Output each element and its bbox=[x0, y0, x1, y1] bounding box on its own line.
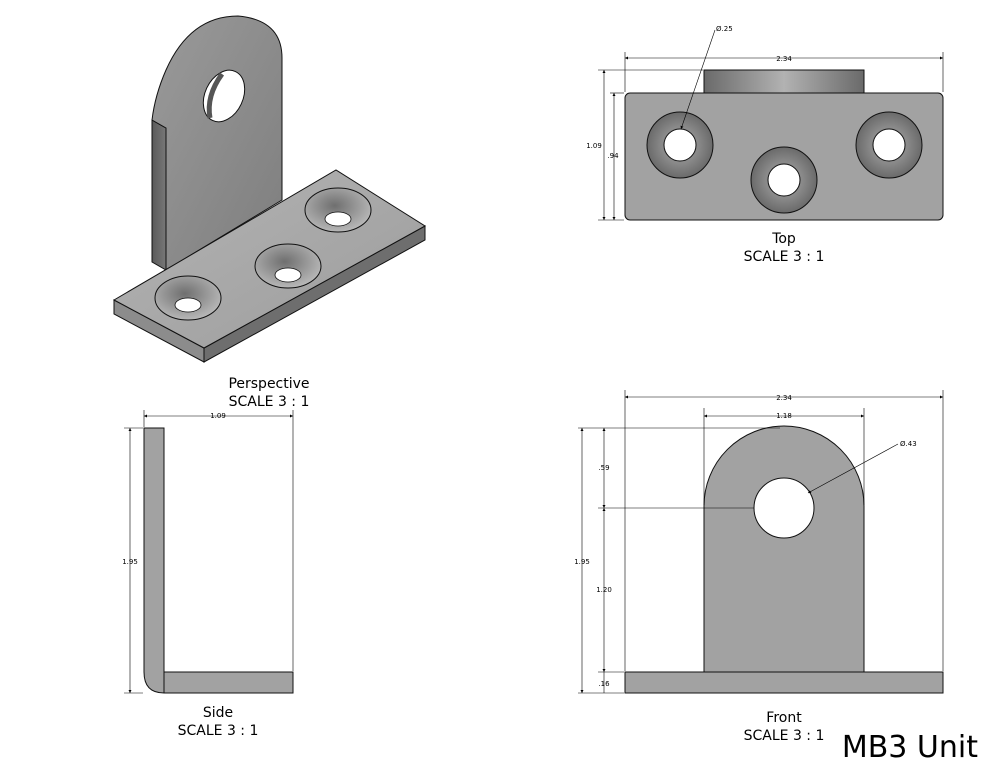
perspective-view bbox=[112, 15, 426, 363]
top-hole-right bbox=[855, 111, 923, 179]
side-label: Side SCALE 3 : 1 bbox=[168, 704, 268, 740]
front-height-dim: 1.95 bbox=[574, 558, 590, 566]
drawing-title: MB3 Unit bbox=[841, 730, 978, 765]
front-tab bbox=[703, 425, 865, 673]
top-label: Top SCALE 3 : 1 bbox=[734, 230, 834, 266]
top-width-dim: 2.34 bbox=[776, 55, 792, 63]
front-scale: SCALE 3 : 1 bbox=[743, 728, 825, 744]
front-width-dim: 2.34 bbox=[776, 394, 792, 402]
perspective-scale: SCALE 3 : 1 bbox=[228, 394, 310, 410]
countersink-hole-3 bbox=[304, 187, 372, 233]
top-hole-dia-dim: Ø.25 bbox=[716, 25, 733, 33]
side-profile bbox=[143, 427, 294, 694]
side-scale: SCALE 3 : 1 bbox=[177, 723, 259, 739]
front-label: Front SCALE 3 : 1 bbox=[734, 709, 834, 745]
front-hole-dia-dim: Ø.43 bbox=[900, 440, 917, 448]
side-height-dim: 1.95 bbox=[122, 558, 138, 566]
front-hole bbox=[753, 477, 815, 539]
top-inner-dim: .94 bbox=[607, 152, 619, 160]
countersink-hole-1 bbox=[154, 275, 222, 321]
top-view-name: Top bbox=[772, 231, 796, 247]
front-base-thickness-dim: .16 bbox=[598, 680, 610, 688]
perspective-label: Perspective SCALE 3 : 1 bbox=[219, 375, 319, 411]
front-top-to-hole-dim: .59 bbox=[598, 464, 609, 472]
tab-side-face bbox=[151, 119, 167, 271]
side-depth-dim: 1.09 bbox=[210, 412, 226, 420]
top-hole-left bbox=[646, 111, 714, 179]
top-tab-edge bbox=[703, 69, 865, 95]
front-view: 2.34 1.18 Ø.43 1.95 .59 1.20 .16 bbox=[574, 390, 944, 694]
side-view: 1.09 1.95 bbox=[122, 410, 294, 694]
front-hole-height-dim: 1.20 bbox=[596, 586, 612, 594]
tab-front-face bbox=[151, 15, 283, 271]
top-scale: SCALE 3 : 1 bbox=[743, 249, 825, 265]
side-view-name: Side bbox=[202, 705, 234, 721]
top-depth-dim: 1.09 bbox=[586, 142, 602, 150]
front-tab-width-dim: 1.18 bbox=[776, 412, 792, 420]
front-view-name: Front bbox=[766, 710, 802, 726]
top-hole-middle bbox=[750, 146, 818, 214]
perspective-view-name: Perspective bbox=[228, 376, 310, 392]
top-view: 2.34 1.09 .94 Ø.25 bbox=[586, 25, 944, 221]
tab-hole-inner bbox=[206, 72, 225, 119]
front-base bbox=[624, 671, 944, 694]
countersink-hole-2 bbox=[254, 243, 322, 289]
